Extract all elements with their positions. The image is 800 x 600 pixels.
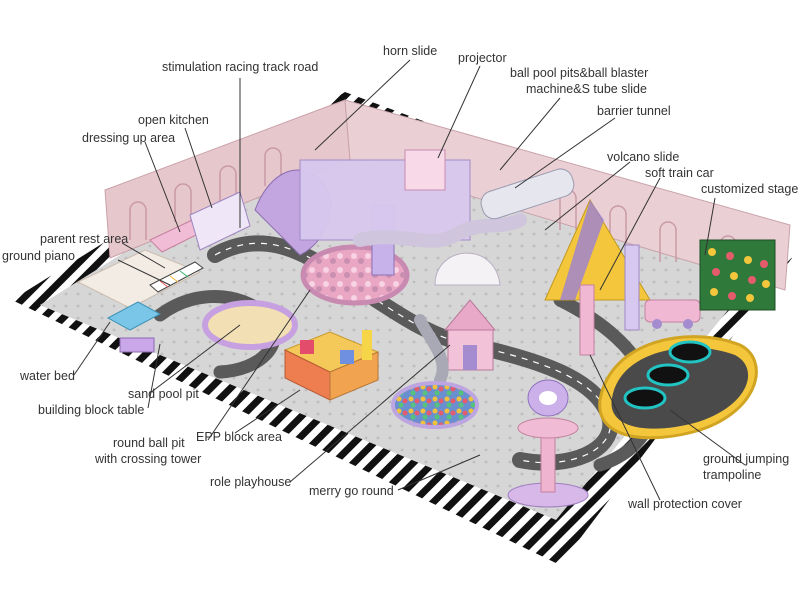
label-horn-slide: horn slide — [383, 44, 438, 58]
label-merry-go-round: merry go round — [309, 484, 394, 498]
label-ground-piano: ground piano — [2, 249, 75, 263]
s-tube-slide — [353, 213, 527, 248]
label-soft-train-car: soft train car — [645, 166, 714, 180]
playhouse-slide — [414, 314, 449, 386]
label-epp-block-area: EPP block area — [196, 430, 282, 444]
label-round-ball-pit-line1: round ball pit — [113, 436, 185, 450]
water-bed — [106, 301, 162, 331]
role-playhouse — [443, 299, 497, 371]
parent-rest-area — [76, 249, 202, 309]
label-dressing-up-area: dressing up area — [82, 131, 176, 145]
label-customized-stage: customized stage — [701, 182, 799, 196]
leader-lines — [73, 59, 746, 501]
trampoline-2 — [646, 363, 690, 387]
label-wall-protection-cover: wall protection cover — [628, 497, 742, 511]
label-role-playhouse: role playhouse — [210, 475, 292, 489]
merry-go-round — [507, 379, 589, 508]
stage-dots — [708, 248, 770, 302]
label-volcano-slide: volcano slide — [607, 150, 680, 164]
ground-piano — [149, 261, 204, 293]
volcano-pillar — [624, 244, 640, 331]
label-barrier-tunnel: barrier tunnel — [597, 104, 671, 118]
sand-pool-pit — [202, 300, 298, 350]
epp-block-area — [283, 330, 380, 401]
label-round-ball-pit-line2: with crossing tower — [95, 452, 202, 466]
label-stimulation-racing-track-road: stimulation racing track road — [162, 60, 319, 74]
label-building-block-table: building block table — [38, 403, 145, 417]
barrier-tunnel — [480, 168, 575, 220]
label-ground-jumping-line2: trampoline — [703, 468, 762, 482]
trampoline-1 — [668, 340, 712, 364]
soft-dome — [434, 252, 501, 286]
label-projector: projector — [458, 51, 507, 65]
label-open-kitchen: open kitchen — [138, 113, 209, 127]
trampoline-3 — [623, 386, 667, 410]
soft-train-car — [644, 299, 701, 329]
label-ball-pool-line1: ball pool pits&ball blaster — [510, 66, 649, 80]
open-kitchen — [189, 191, 251, 251]
label-ball-pool-line2: machine&S tube slide — [526, 82, 647, 96]
label-ground-jumping-line1: ground jumping — [703, 452, 790, 466]
wall-protection-post — [579, 284, 595, 356]
label-sand-pool-pit: sand pool pit — [128, 387, 199, 401]
building-block-table — [119, 337, 155, 353]
epp-ball-pit — [391, 381, 479, 429]
label-parent-rest-area: parent rest area — [40, 232, 129, 246]
label-water-bed: water bed — [20, 369, 75, 383]
